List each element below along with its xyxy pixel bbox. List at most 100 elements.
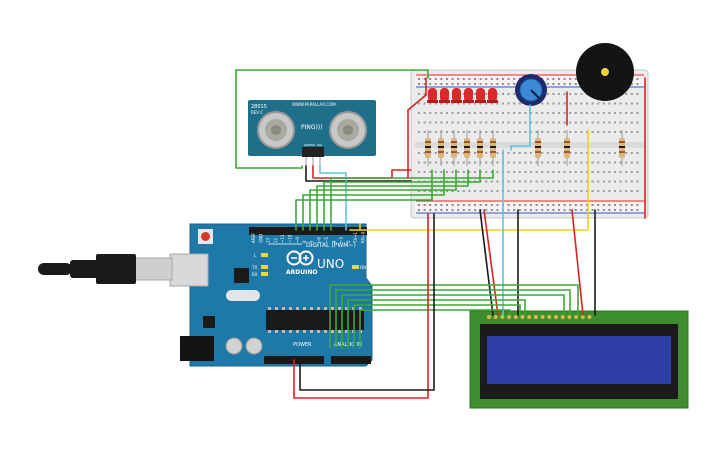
chip-pin — [324, 307, 327, 310]
breadboard-hole — [513, 131, 516, 133]
breadboard-hole — [518, 112, 521, 114]
breadboard-hole — [602, 171, 605, 173]
breadboard-hole — [591, 209, 594, 211]
breadboard-hole — [524, 112, 527, 114]
breadboard-hole — [569, 93, 572, 95]
digital-pin-label: 7 — [309, 240, 314, 243]
breadboard-hole — [446, 204, 448, 206]
breadboard-hole — [597, 161, 600, 164]
breadboard-hole — [462, 102, 465, 105]
breadboard-hole — [446, 121, 448, 124]
breadboard-hole — [619, 131, 622, 133]
breadboard-hole — [625, 152, 628, 154]
usb-port — [169, 253, 209, 287]
breadboard-hole — [485, 180, 488, 183]
breadboard-hole — [451, 171, 454, 173]
breadboard-hole — [490, 180, 493, 183]
breadboard-hole — [530, 161, 532, 164]
lcd-pin — [587, 315, 592, 319]
breadboard-hole — [457, 204, 460, 206]
breadboard-hole — [530, 209, 532, 211]
digital-pin-label: AREF — [251, 232, 256, 243]
breadboard-hole — [636, 190, 639, 192]
breadboard-hole — [440, 121, 443, 124]
breadboard-hole — [574, 102, 577, 105]
wire-black — [479, 209, 494, 316]
breadboard-hole — [546, 78, 549, 80]
resistor-band — [564, 146, 570, 148]
wire-cyan — [510, 104, 531, 151]
breadboard-hole — [429, 204, 432, 206]
breadboard-hole — [574, 209, 577, 211]
breadboard-hole — [524, 204, 527, 206]
breadboard-hole — [446, 171, 448, 173]
breadboard-hole — [457, 112, 460, 114]
resistor-band — [619, 146, 625, 148]
chip-pin — [338, 307, 341, 310]
breadboard-hole — [619, 102, 622, 105]
breadboard-hole — [490, 209, 493, 211]
breadboard-hole — [636, 93, 639, 95]
breadboard-hole — [558, 171, 560, 173]
breadboard-hole — [429, 131, 432, 133]
breadboard-hole — [502, 93, 504, 95]
breadboard-hole — [418, 121, 420, 124]
lcd-pin — [567, 315, 572, 319]
breadboard-hole — [546, 112, 549, 114]
breadboard-hole — [507, 152, 510, 154]
breadboard-hole — [451, 112, 454, 114]
breadboard-hole — [451, 190, 454, 192]
wire-green — [330, 169, 494, 231]
breadboard-hole — [457, 121, 460, 124]
resistor-band — [477, 151, 483, 153]
chip-pin — [303, 307, 306, 310]
breadboard-hole — [479, 131, 482, 133]
resistor-band — [438, 146, 444, 148]
breadboard-hole — [630, 152, 633, 154]
breadboard-hole — [569, 152, 572, 154]
chip-pin — [282, 330, 285, 333]
breadboard-hole — [429, 78, 432, 80]
breadboard-hole — [474, 190, 476, 192]
arduino-model: UNO — [317, 257, 344, 271]
resistor-band — [490, 141, 496, 143]
sensor-website: WWW.PARALLAX.COM — [292, 102, 336, 107]
breadboard-hole — [462, 152, 465, 154]
wire-green — [353, 304, 521, 349]
lcd-pin — [574, 315, 579, 319]
breadboard-hole — [451, 209, 454, 211]
breadboard-hole — [574, 190, 577, 192]
breadboard-hole — [496, 131, 499, 133]
breadboard-hole — [591, 152, 594, 154]
breadboard-hole — [636, 204, 639, 206]
breadboard-hole — [586, 131, 588, 133]
breadboard-hole — [619, 121, 622, 124]
resistor-bank — [425, 130, 625, 166]
breadboard-hole — [558, 121, 560, 124]
breadboard-hole — [457, 131, 460, 133]
breadboard-hole — [446, 78, 448, 80]
led — [428, 88, 437, 102]
breadboard-hole — [541, 161, 544, 164]
breadboard-hole — [574, 171, 577, 173]
breadboard-hole — [625, 204, 628, 206]
breadboard-hole — [496, 190, 499, 192]
breadboard-hole — [434, 102, 437, 105]
breadboard-hole — [608, 121, 611, 124]
chip-pin — [289, 307, 292, 310]
breadboard-hole — [485, 161, 488, 164]
breadboard-hole — [446, 131, 448, 133]
led — [452, 88, 461, 102]
breadboard-hole — [468, 102, 471, 105]
breadboard-hole — [462, 112, 465, 114]
breadboard-hole — [418, 112, 420, 114]
breadboard-hole — [625, 131, 628, 133]
breadboard-hole — [474, 161, 476, 164]
breadboard-hole — [502, 78, 504, 80]
breadboard-hole — [586, 161, 588, 164]
resistor-band — [490, 151, 496, 153]
breadboard-hole — [569, 121, 572, 124]
resistor-band — [535, 146, 541, 148]
breadboard-hole — [614, 209, 616, 211]
breadboard-hole — [513, 78, 516, 80]
